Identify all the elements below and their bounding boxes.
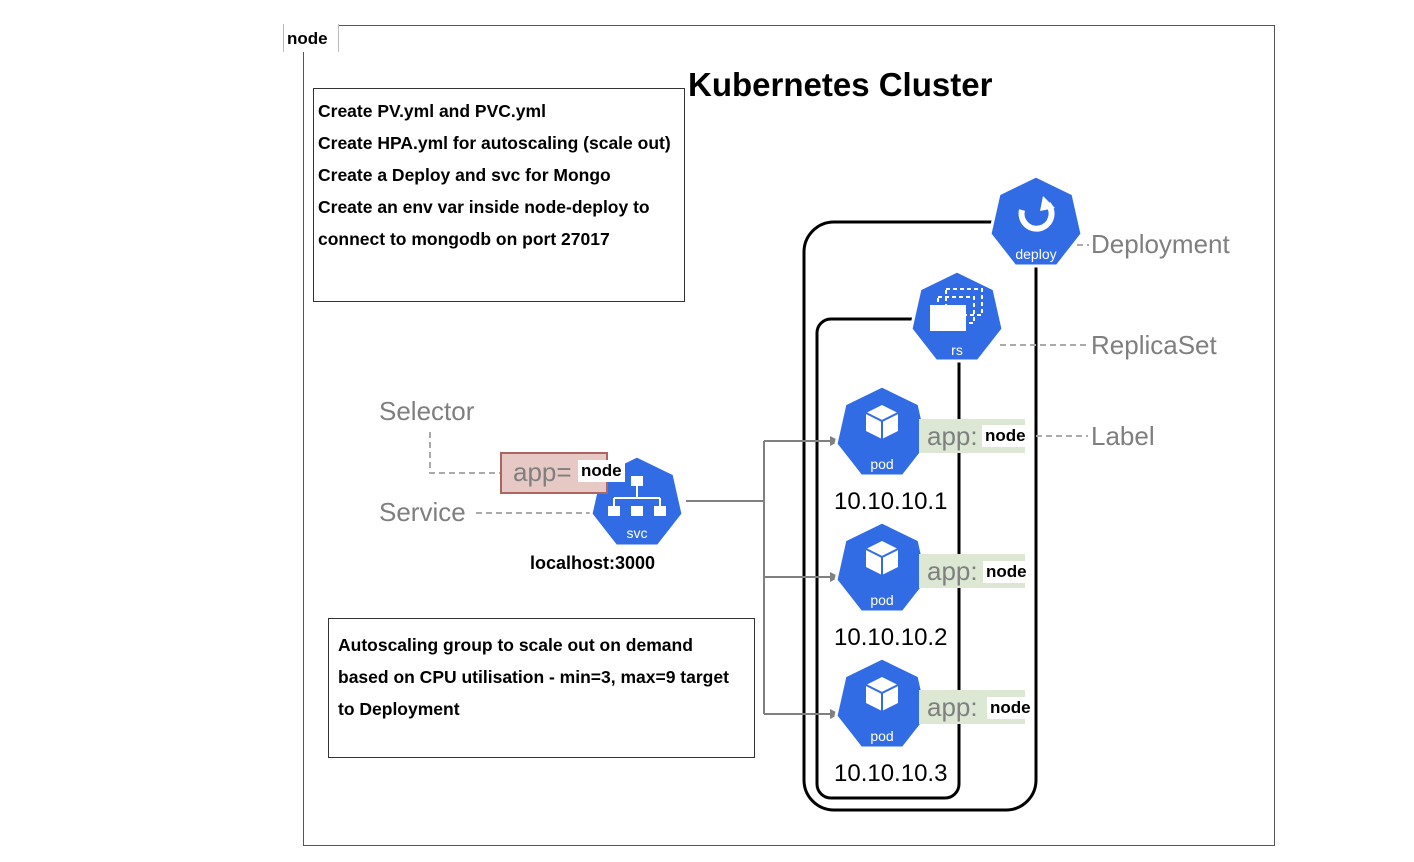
diagram-title: Kubernetes Cluster xyxy=(688,66,993,103)
pod-label-value: node xyxy=(983,561,1030,583)
label-label: Label xyxy=(1091,421,1155,451)
diagram-frame xyxy=(303,25,1275,846)
pod-ip-2: 10.10.10.2 xyxy=(834,624,948,651)
selector-key: app= xyxy=(513,457,572,487)
deploy-icon-caption: deploy xyxy=(1015,246,1056,262)
pod-icon-caption: pod xyxy=(870,728,893,744)
pod-icon-3: pod xyxy=(834,656,930,750)
pod-icon-2: pod xyxy=(834,520,930,614)
deployment-label: Deployment xyxy=(1091,229,1230,259)
pod-icon-caption: pod xyxy=(870,592,893,608)
pod-icon-caption: pod xyxy=(870,456,893,472)
deploy-icon: deploy xyxy=(988,174,1084,268)
pod-label-value: node xyxy=(987,697,1034,719)
pod-ip-1: 10.10.10.1 xyxy=(834,488,948,515)
replicaset-label: ReplicaSet xyxy=(1091,330,1217,360)
pod-ip-3: 10.10.10.3 xyxy=(834,760,948,787)
pod-label-1: app: xyxy=(919,419,1025,453)
page-tab[interactable]: node xyxy=(283,24,339,52)
service-host: localhost:3000 xyxy=(530,553,656,573)
todo-item: Create a Deploy and svc for Mongo xyxy=(318,165,611,185)
todo-item: Create PV.yml and PVC.yml xyxy=(318,101,546,121)
selector-value: node xyxy=(578,460,625,482)
page-tab-label: node xyxy=(287,29,328,48)
todo-note: Create PV.yml and PVC.yml Create HPA.yml… xyxy=(313,88,685,302)
service-label: Service xyxy=(379,497,466,527)
pod-icon-1: pod xyxy=(834,384,930,478)
rs-icon-caption: rs xyxy=(951,342,963,358)
pod-label-key: app: xyxy=(927,556,978,586)
pod-label-value: node xyxy=(982,425,1029,447)
pod-label-key: app: xyxy=(927,421,978,451)
autoscaling-note: Autoscaling group to scale out on demand… xyxy=(328,618,755,758)
autoscaling-note-text: Autoscaling group to scale out on demand… xyxy=(338,635,729,719)
todo-item: Create HPA.yml for autoscaling (scale ou… xyxy=(318,133,671,153)
selector-label: Selector xyxy=(379,396,475,426)
todo-item: Create an env var inside node-deploy to … xyxy=(318,197,650,249)
selector-connector xyxy=(429,432,501,474)
svc-icon-caption: svc xyxy=(627,525,648,541)
rs-icon: rs xyxy=(909,269,1005,363)
deployment-boundary xyxy=(802,220,1038,812)
pod-label-key: app: xyxy=(927,692,978,722)
